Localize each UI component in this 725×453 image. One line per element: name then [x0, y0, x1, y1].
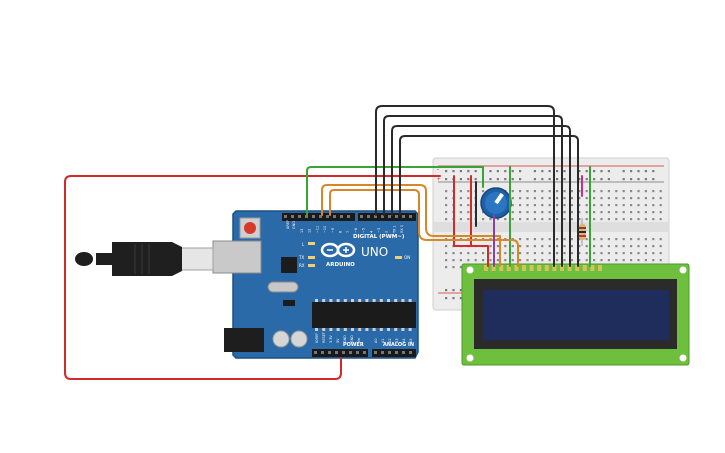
- pin-label: ~10: [323, 226, 327, 233]
- pin-label: A5: [409, 339, 413, 343]
- wire-black-d5[interactable]: [375, 105, 555, 267]
- pin-label: 3.3V: [329, 335, 333, 343]
- led-tx-label: TX: [298, 255, 304, 260]
- pin-label: 2: [385, 231, 389, 233]
- lcd-pin-header: [484, 265, 602, 271]
- svg-text:+: +: [437, 177, 441, 183]
- led-on-label: ON: [404, 255, 410, 260]
- wire-black-d3[interactable]: [391, 125, 571, 267]
- pot-wiper-indicator: [494, 192, 504, 205]
- pin-label: A4: [402, 339, 406, 343]
- lcd-mount-hole: [466, 354, 474, 362]
- led-l-label: L: [302, 242, 305, 247]
- wire-orange-rs[interactable]: [321, 184, 501, 267]
- wire-black-d4[interactable]: [383, 115, 563, 267]
- pin-label: 8: [339, 231, 343, 233]
- potentiometer[interactable]: [480, 187, 512, 219]
- pin-label: TX 1: [392, 225, 396, 234]
- led-l: [308, 242, 315, 245]
- pin-label: A1: [381, 339, 385, 343]
- pin-label: ~3: [377, 228, 381, 233]
- pin-label: RX 0: [400, 225, 404, 233]
- capacitor: [290, 330, 308, 348]
- usb-chip: [281, 257, 297, 273]
- analog-header: [372, 349, 416, 357]
- wire-red-5v[interactable]: [64, 175, 441, 380]
- led-on: [395, 256, 402, 259]
- usb-plug-body: [112, 242, 182, 276]
- lcd-mount-hole: [679, 354, 687, 362]
- digital-header-label: DIGITAL (PWM~): [353, 234, 405, 240]
- lcd-mount-hole: [679, 266, 687, 274]
- pin-label: RESET: [322, 331, 326, 343]
- analog-header-label: ANALOG IN: [383, 342, 414, 348]
- led-rx-label: RX: [299, 263, 305, 268]
- svg-text:-: -: [437, 167, 439, 173]
- pin-label: A3: [395, 339, 399, 343]
- lcd-module[interactable]: [461, 263, 690, 366]
- led-tx: [308, 256, 315, 259]
- pin-label: GND: [343, 335, 347, 343]
- power-header-label: POWER: [343, 342, 364, 348]
- board-model-label: UNO: [361, 245, 388, 259]
- board-brand-label: ARDUINO: [326, 262, 355, 268]
- wire-orange-en[interactable]: [329, 189, 519, 267]
- led-rx: [308, 264, 315, 267]
- wire-green-gnd[interactable]: [306, 166, 484, 216]
- digital-header-left: [282, 213, 355, 221]
- pin-label: 4: [369, 231, 373, 233]
- atmega-chip: [312, 302, 416, 328]
- pin-label: 12: [308, 229, 312, 233]
- pin-label: 13: [300, 229, 304, 233]
- pin-label: ~11: [315, 226, 319, 233]
- pin-label: ~5: [362, 228, 366, 233]
- pin-label: A0: [374, 339, 378, 343]
- resistor[interactable]: [579, 218, 586, 246]
- lcd-screen: [483, 290, 669, 340]
- arduino-uno-board[interactable]: UNO ARDUINO DIGITAL (PWM~) POWER ANALOG …: [212, 210, 419, 359]
- wires: [64, 105, 591, 380]
- pin-label: 5V: [336, 338, 340, 343]
- wire-black-d2[interactable]: [399, 135, 579, 267]
- reset-button[interactable]: [244, 222, 256, 234]
- pin-label: IOREF: [315, 333, 319, 343]
- power-header: [312, 349, 368, 357]
- digital-header-right: [358, 213, 416, 221]
- pin-label: A2: [388, 339, 392, 343]
- usb-plug-metal: [179, 247, 214, 271]
- lcd-mount-hole: [466, 266, 474, 274]
- capacitor: [272, 330, 290, 348]
- pin-label: 7: [346, 231, 350, 233]
- pin-label: ~9: [331, 228, 335, 233]
- arduino-infinity-logo: [320, 242, 356, 258]
- pin-label: GND: [350, 335, 354, 343]
- pin-label: Vin: [357, 338, 361, 343]
- usb-cable[interactable]: [75, 242, 214, 276]
- dc-power-jack: [224, 328, 264, 352]
- crystal: [267, 281, 299, 293]
- gnd-label: GND: [292, 221, 296, 229]
- aref-label: AREF: [286, 220, 290, 229]
- usb-port: [212, 240, 262, 274]
- pin-label: ~6: [354, 228, 358, 233]
